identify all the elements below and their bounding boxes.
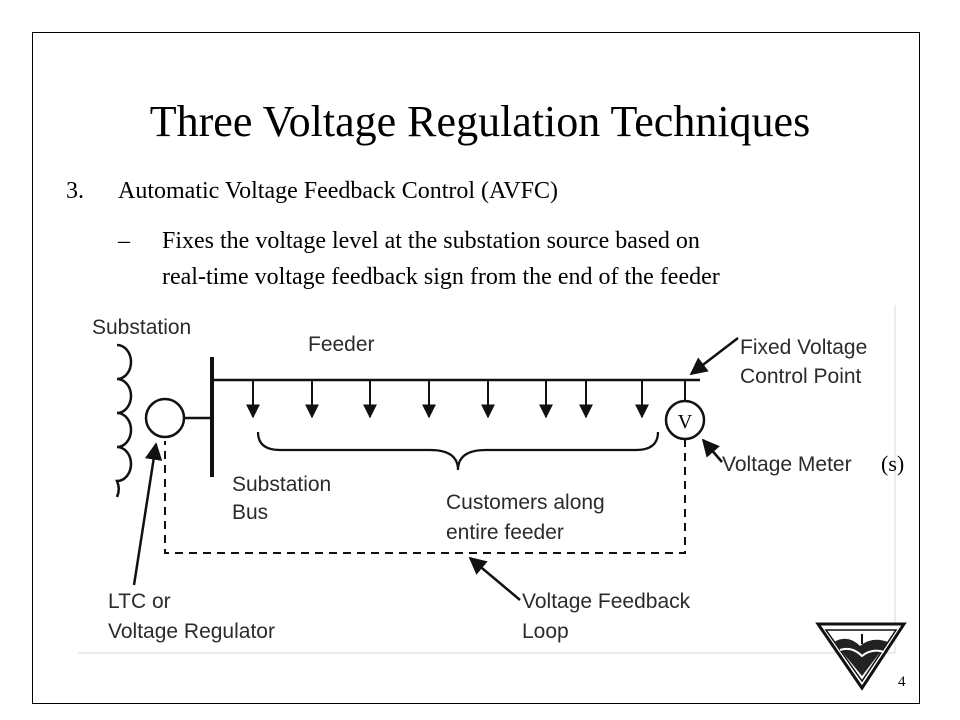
slide-frame: [32, 32, 920, 704]
control-point-arrow: [689, 337, 739, 376]
feedback-label-line-1: Voltage Feedback: [522, 590, 691, 613]
fixed-voltage-label-line-1: Fixed Voltage: [740, 336, 867, 359]
meter-arrow: [701, 438, 723, 463]
substation-label: Substation: [92, 316, 191, 339]
voltage-meter-label: Voltage Meter: [722, 453, 852, 476]
ltc-label-line-1: LTC or: [108, 590, 171, 613]
customers-label-line-2: entire feeder: [446, 521, 564, 544]
sub-bullet-line-1: Fixes the voltage level at the substatio…: [162, 228, 700, 254]
sub-bullet-line-2: real-time voltage feedback sign from the…: [162, 264, 720, 290]
customers-brace: [256, 431, 660, 471]
feeder-label: Feeder: [308, 333, 375, 356]
page-number: 4: [898, 674, 906, 690]
agency-shield-logo-icon: [815, 622, 907, 691]
ltc-circle-icon: [144, 397, 186, 439]
ltc-label-line-2: Voltage Regulator: [108, 620, 275, 643]
fixed-voltage-label-line-2: Control Point: [740, 365, 862, 388]
feedback-arrow: [468, 556, 521, 601]
bullet-text: Automatic Voltage Feedback Control (AVFC…: [118, 178, 558, 204]
sub-bullet-dash: –: [118, 228, 130, 254]
suffix-text: (s): [881, 451, 905, 476]
transformer-coil-icon: [115, 343, 133, 498]
feedback-loop-line: [164, 439, 686, 554]
bullet-number: 3.: [66, 178, 84, 204]
substation-bus-label-line-2: Bus: [232, 501, 268, 524]
customers-label-line-1: Customers along: [446, 491, 605, 514]
meter-symbol: V: [678, 411, 693, 433]
ltc-arrow: [132, 442, 163, 586]
substation-bus-label-line-1: Substation: [232, 473, 331, 496]
slide-title: Three Voltage Regulation Techniques: [149, 97, 811, 146]
customer-load-arrows: [246, 381, 649, 419]
feedback-label-line-2: Loop: [522, 620, 569, 643]
